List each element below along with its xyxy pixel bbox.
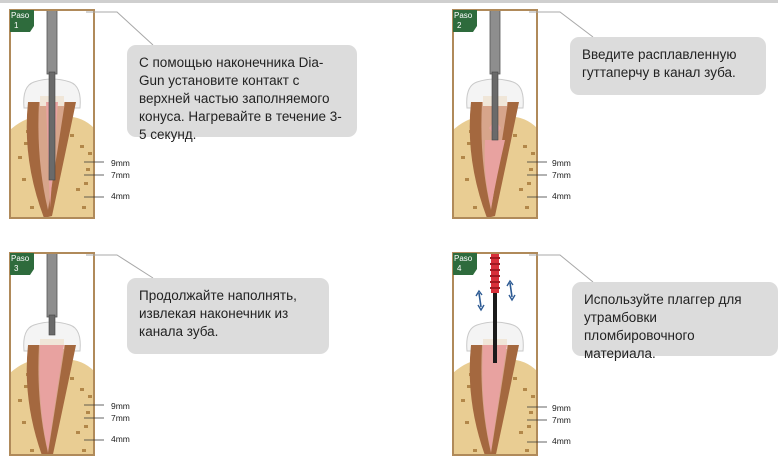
bone-speckle (523, 388, 527, 391)
bone-speckle (18, 399, 22, 402)
bone-speckle (519, 431, 523, 434)
step-2-badge: Paso 2 (453, 10, 477, 32)
bone-speckle (70, 134, 74, 137)
bone-speckle (86, 411, 90, 414)
bone-speckle (461, 399, 465, 402)
step-4-depth-7mm: 7mm (552, 415, 571, 425)
tooth-cross-section (10, 8, 94, 218)
dia-gun-tip (490, 8, 500, 74)
dia-gun-tip (47, 8, 57, 74)
callout-connector (529, 12, 593, 37)
step-1-depth-9mm: 9mm (111, 158, 130, 168)
bone-speckle (531, 395, 535, 398)
bone-speckle (88, 152, 92, 155)
step-3-panel: Paso 3 Продолжайте наполнять, извлекая н… (0, 243, 360, 462)
step-2-depth-9mm: 9mm (552, 158, 571, 168)
callout-connector (86, 255, 153, 278)
motion-arrow (479, 293, 481, 307)
step-3-badge-word: Paso (11, 254, 34, 264)
bone-speckle (465, 178, 469, 181)
step-2-depth-4mm: 4mm (552, 191, 571, 201)
bone-speckle (76, 431, 80, 434)
step-3-badge: Paso 3 (10, 253, 34, 275)
step-1-badge: Paso 1 (10, 10, 34, 32)
plugger-grip (490, 287, 500, 289)
step-4-instruction: Используйте плаггер для утрамбовки пломб… (572, 282, 778, 356)
step-1-depth-4mm: 4mm (111, 191, 130, 201)
bone-speckle (465, 421, 469, 424)
step-1-badge-word: Paso (11, 11, 34, 21)
step-1-depth-7mm: 7mm (111, 170, 130, 180)
plugger-grip (490, 281, 500, 283)
step-3-instruction: Продолжайте наполнять, извлекая наконечн… (127, 278, 329, 354)
bone-speckle (473, 449, 477, 452)
step-2-badge-word: Paso (454, 11, 477, 21)
bone-speckle (531, 152, 535, 155)
bone-speckle (84, 425, 88, 428)
dia-gun-needle (49, 315, 55, 335)
step-4-badge-number: 4 (454, 264, 477, 274)
bone-speckle (527, 425, 531, 428)
dia-gun-tip (47, 251, 57, 317)
step-1-panel: Paso 1 С помощью наконечника Dia-Gun уст… (0, 0, 360, 225)
bone-speckle (513, 134, 517, 137)
bone-speckle (525, 206, 529, 209)
step-4-panel: Paso 4 Используйте плаггер для утрамбовк… (443, 243, 778, 462)
bone-speckle (527, 182, 531, 185)
bone-speckle (473, 206, 477, 209)
plugger-grip (490, 257, 500, 259)
step-4-badge-word: Paso (454, 254, 477, 264)
dia-gun-needle (49, 72, 55, 180)
step-4-depth-9mm: 9mm (552, 403, 571, 413)
step-3-depth-9mm: 9mm (111, 401, 130, 411)
bone-speckle (529, 411, 533, 414)
plugger-grip (490, 269, 500, 271)
callout-connector (529, 255, 593, 282)
plugger-shaft (493, 293, 497, 363)
step-3-depth-7mm: 7mm (111, 413, 130, 423)
bone-speckle (519, 188, 523, 191)
bone-speckle (513, 377, 517, 380)
bone-speckle (30, 449, 34, 452)
step-2-badge-number: 2 (454, 21, 477, 31)
step-1-badge-number: 1 (11, 21, 34, 31)
bone-speckle (18, 156, 22, 159)
tooth-cross-section (453, 8, 537, 218)
tooth-cross-section (10, 251, 94, 461)
step-2-panel: Paso 2 Введите расплавленную гуттаперчу … (443, 0, 778, 225)
bone-speckle (523, 145, 527, 148)
bone-speckle (70, 377, 74, 380)
callout-connector (86, 12, 153, 45)
bone-speckle (30, 206, 34, 209)
step-2-instruction: Введите расплавленную гуттаперчу в канал… (570, 37, 766, 95)
bone-speckle (22, 421, 26, 424)
step-4-badge: Paso 4 (453, 253, 477, 275)
plugger-grip (490, 263, 500, 265)
bone-speckle (84, 182, 88, 185)
plugger-grip (490, 275, 500, 277)
bone-speckle (82, 449, 86, 452)
bone-speckle (461, 156, 465, 159)
step-1-instruction: С помощью наконечника Dia-Gun установите… (127, 45, 357, 137)
bone-speckle (22, 178, 26, 181)
bone-speckle (88, 395, 92, 398)
step-3-depth-4mm: 4mm (111, 434, 130, 444)
step-2-depth-7mm: 7mm (552, 170, 571, 180)
step-4-depth-4mm: 4mm (552, 436, 571, 446)
bone-speckle (82, 206, 86, 209)
bone-speckle (80, 388, 84, 391)
motion-arrow (510, 283, 512, 297)
bone-speckle (525, 449, 529, 452)
step-2-illustration (443, 0, 778, 225)
dia-gun-needle (492, 72, 498, 140)
bone-speckle (529, 168, 533, 171)
bone-speckle (76, 188, 80, 191)
bone-speckle (86, 168, 90, 171)
step-3-badge-number: 3 (11, 264, 34, 274)
tooth-cross-section (453, 253, 537, 461)
bone-speckle (80, 145, 84, 148)
